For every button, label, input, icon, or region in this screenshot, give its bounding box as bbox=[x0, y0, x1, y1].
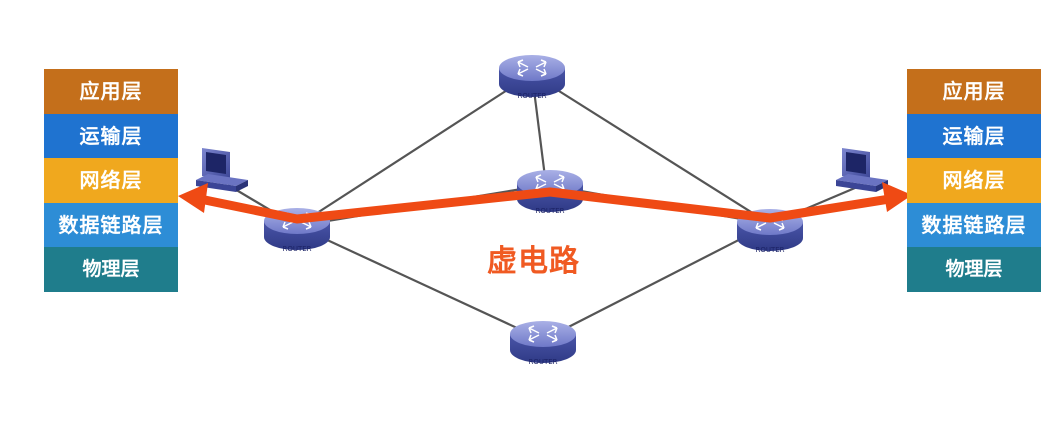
layer-network: 网络层 bbox=[44, 158, 178, 203]
layer-data-link: 数据链路层 bbox=[907, 202, 1041, 248]
arrowhead-left bbox=[178, 183, 208, 213]
router-label: ROUTER bbox=[755, 246, 784, 254]
link-bottom-right bbox=[542, 223, 771, 341]
router-icon: ROUTER bbox=[509, 320, 577, 366]
layer-data-link: 数据链路层 bbox=[44, 202, 178, 248]
protocol-stack-left: 应用层 运输层 网络层 数据链路层 物理层 bbox=[44, 69, 178, 292]
layer-physical: 物理层 bbox=[44, 247, 178, 292]
router-icon: ROUTER bbox=[263, 207, 331, 253]
link-left-bottom bbox=[296, 225, 544, 341]
virtual-circuit-arrow bbox=[178, 182, 912, 224]
arrowhead-right bbox=[882, 182, 912, 212]
layer-physical: 物理层 bbox=[907, 247, 1041, 292]
layer-application: 应用层 bbox=[44, 69, 178, 114]
router-icon: ROUTER bbox=[516, 169, 584, 215]
virtual-circuit-label: 虚电路 bbox=[487, 244, 580, 279]
link-top-right bbox=[531, 73, 771, 225]
protocol-stack-right: 应用层 运输层 网络层 数据链路层 物理层 bbox=[907, 69, 1041, 292]
router-label: ROUTER bbox=[528, 358, 557, 366]
router-label: ROUTER bbox=[517, 92, 546, 100]
layer-transport: 运输层 bbox=[44, 113, 178, 159]
link-left-top bbox=[296, 73, 533, 227]
layer-network: 网络层 bbox=[907, 158, 1041, 203]
router-label: ROUTER bbox=[535, 207, 564, 215]
layer-transport: 运输层 bbox=[907, 113, 1041, 159]
computer-icon bbox=[836, 148, 888, 192]
layer-application: 应用层 bbox=[907, 69, 1041, 114]
router-icon: ROUTER bbox=[736, 208, 804, 254]
router-label: ROUTER bbox=[282, 245, 311, 253]
computer-icon bbox=[196, 148, 248, 192]
router-icon: ROUTER bbox=[498, 54, 566, 100]
